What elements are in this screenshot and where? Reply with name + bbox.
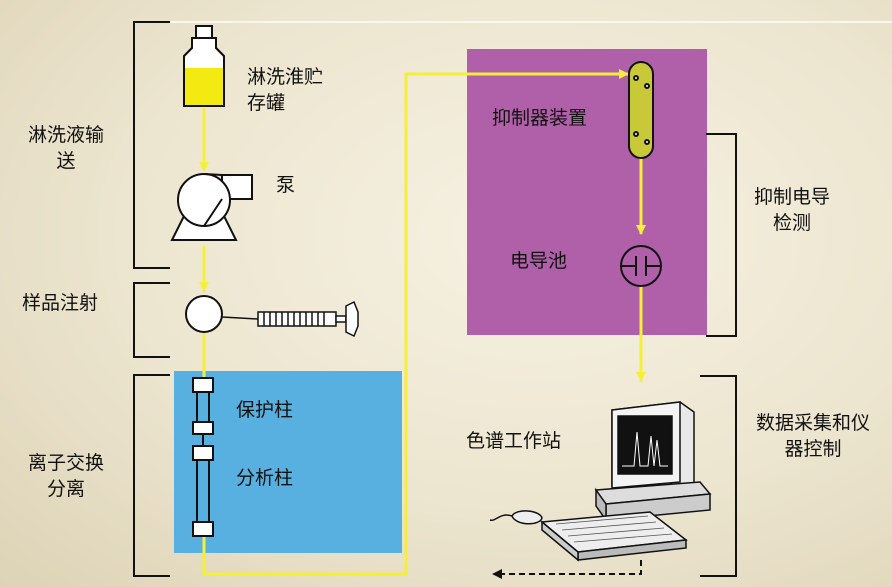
dashed-return-line xyxy=(492,560,642,579)
mouse-icon xyxy=(489,510,543,525)
conductivity-cell-label: 电导池 xyxy=(510,250,568,272)
injection-valve-icon xyxy=(185,295,223,333)
analytical-column-label: 分析柱 xyxy=(236,467,294,489)
computer-icon xyxy=(594,401,712,523)
eluent-delivery-label: 淋洗液输 送 xyxy=(27,124,104,172)
workstation-label: 色谱工作站 xyxy=(466,430,562,452)
suppressor-icon xyxy=(628,61,654,159)
detection-panel xyxy=(467,49,707,335)
bottle-icon xyxy=(183,25,225,107)
guard-column-label: 保护柱 xyxy=(236,399,294,421)
eluent-reservoir-label: 淋洗淮贮 存罐 xyxy=(247,66,324,114)
pump-icon xyxy=(170,173,253,241)
analytical-column-icon xyxy=(192,434,214,537)
bracket-data xyxy=(700,375,737,577)
suppressed-detection-label: 抑制电导 检测 xyxy=(753,186,830,234)
ion-exchange-label: 离子交换 分离 xyxy=(27,452,104,500)
bracket-eluent-delivery xyxy=(133,21,170,269)
keyboard-icon xyxy=(540,511,688,562)
guard-column-icon xyxy=(192,377,214,435)
bracket-sample-injection xyxy=(133,282,170,358)
flow-arrows xyxy=(199,69,646,382)
sample-injection-label: 样品注射 xyxy=(22,292,99,314)
bracket-detection xyxy=(706,133,737,337)
suppressor-label: 抑制器装置 xyxy=(492,107,588,129)
syringe-icon xyxy=(221,300,359,338)
conductivity-cell-icon xyxy=(620,245,662,287)
flow-lines xyxy=(202,72,643,576)
pump-label: 泵 xyxy=(276,174,296,196)
data-acquisition-label: 数据采集和仪 器控制 xyxy=(755,412,870,460)
bracket-separation xyxy=(133,374,170,577)
